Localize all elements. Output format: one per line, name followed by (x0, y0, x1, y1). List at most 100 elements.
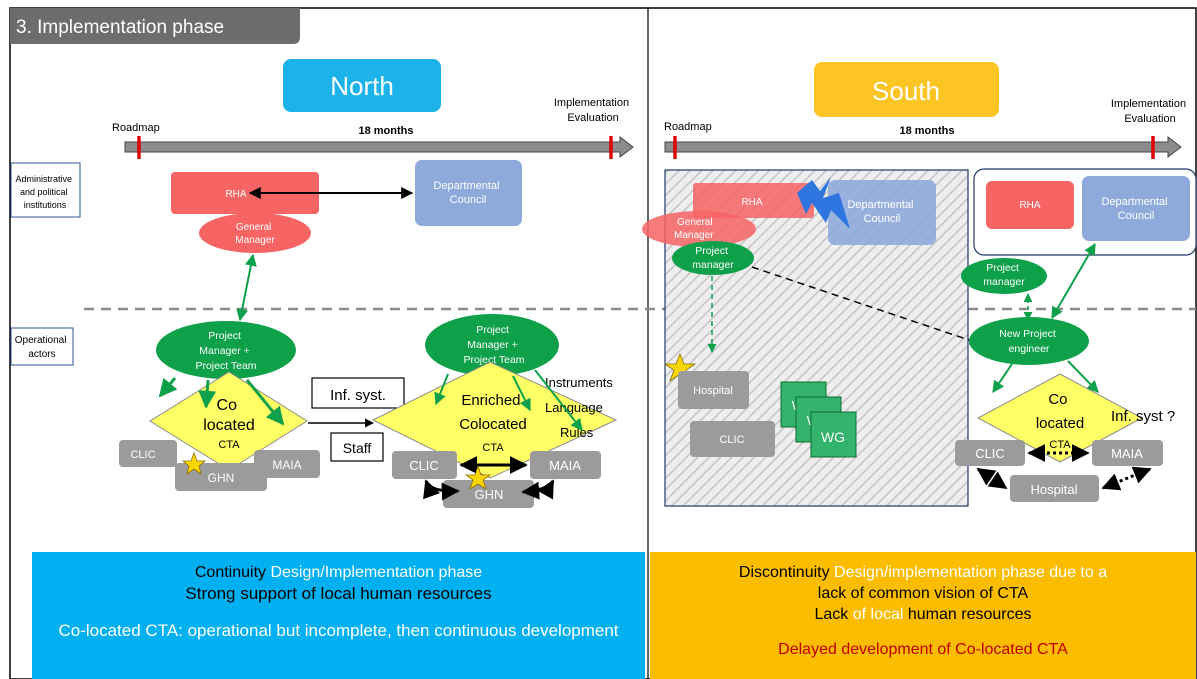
north-summary-line1: Continuity Design/Implementation phase (32, 562, 645, 583)
south-hospital-label: Hospital (693, 385, 733, 397)
south-months-label: 18 months (899, 125, 954, 137)
south-council2-box (1082, 176, 1190, 241)
south-green-arrow-1 (992, 363, 1013, 393)
north-gm-team-link (236, 253, 257, 322)
south-hospital2-box (1010, 475, 1099, 502)
north-green-arrow-2 (198, 379, 217, 409)
south-general-manager (642, 211, 756, 247)
south-inf-syst-label: Inf. syst ? (1111, 408, 1175, 425)
inf-syst-box (311, 377, 405, 409)
north-green-arrow-1 (158, 377, 178, 398)
operational-label-box (10, 327, 74, 366)
north-project-team-right (425, 314, 559, 376)
instruments-label: Instruments Language Rules (545, 375, 617, 440)
south-maia-label: MAIA (1111, 446, 1143, 461)
north-green-arrow-4 (434, 373, 449, 406)
south-new-engineer-label: New Project engineer (999, 328, 1059, 355)
south-council-label: Departmental Council (847, 199, 916, 225)
south-summary-line3-resources: human resources (907, 606, 1032, 623)
north-green-arrow-3 (245, 379, 285, 426)
south-summary-keyword: Discontinuity (738, 564, 830, 581)
north-green-arrow-5 (512, 375, 531, 412)
south-colocated-label: Co located (1036, 391, 1084, 432)
north-project-team-left-label: Project Manager + Project Team (195, 330, 256, 372)
north-months-label: 18 months (358, 125, 413, 137)
south-new-engineer (969, 317, 1089, 365)
north-council-box (415, 160, 522, 226)
north-star-right (464, 464, 492, 490)
south-header-label: South (872, 76, 940, 106)
north-summary-banner (32, 552, 645, 679)
south-roadmap-label: Roadmap (664, 121, 712, 133)
south-summary-line1: Discontinuity Design/implementation phas… (650, 562, 1196, 583)
north-clic-box (119, 440, 177, 467)
north-summary-line3: Co-located CTA: operational but incomple… (58, 621, 619, 640)
south-colocated-cta-label: CTA (1049, 439, 1071, 451)
south-rha2-label: RHA (1019, 200, 1040, 211)
south-hospital2-label: Hospital (1031, 482, 1078, 497)
south-conflict-lightning-icon (797, 177, 850, 229)
north-general-manager-label: General Manager (235, 222, 275, 246)
admin-label-box (10, 162, 81, 218)
south-summary-line2: lack of common vision of CTA (817, 585, 1029, 602)
north-maia2-box (530, 451, 601, 479)
south-rha-box (693, 183, 814, 218)
north-rha-label: RHA (225, 189, 246, 200)
north-project-team-right-label: Project Manager + Project Team (463, 324, 524, 366)
south-clic2-box (955, 440, 1025, 466)
north-maia-box (254, 450, 320, 478)
north-enriched-label: Enriched Colocated (459, 392, 527, 433)
south-project-manager-label: Project manager (692, 245, 734, 271)
south-wg-box-3 (810, 411, 857, 458)
south-project-manager (672, 241, 754, 275)
north-ghn2-label: GHN (475, 487, 504, 502)
north-clic2-box (392, 451, 457, 479)
south-clic-box (690, 421, 775, 457)
south-header (814, 62, 999, 117)
north-maia-label: MAIA (272, 458, 301, 472)
south-evaluation-label: Implementation Evaluation (1111, 98, 1189, 125)
south-summary-line1-rest: Design/implementation phase due to a (829, 564, 1108, 581)
south-green-arrow-2 (1067, 360, 1099, 393)
south-maia-box (1092, 440, 1163, 466)
south-engineer-council-link (1051, 242, 1096, 320)
staff-label: Staff (343, 440, 372, 456)
admin-label: Administrative and political institution… (15, 174, 74, 210)
south-council-box (828, 180, 936, 245)
north-green-arrow-6 (534, 369, 583, 431)
north-header (283, 59, 441, 112)
south-project-manager2 (961, 258, 1047, 294)
north-enriched-cta-label: CTA (482, 442, 504, 454)
north-rha-box (171, 172, 319, 214)
south-summary-line3: Lack of local human resources (650, 604, 1196, 625)
north-clic2-label: CLIC (409, 458, 439, 473)
north-summary-line2: Strong support of local human resources (185, 584, 492, 603)
north-ghn2-box (443, 480, 534, 508)
south-rha2-box (986, 181, 1074, 229)
south-hospital-box (678, 371, 749, 409)
north-colocated-label: Co located (203, 397, 255, 434)
south-clic-label: CLIC (719, 434, 744, 446)
operational-label: Operational actors (15, 335, 69, 360)
north-general-manager (199, 213, 311, 253)
south-council2-label: Departmental Council (1101, 196, 1170, 222)
north-enriched-cta (371, 361, 618, 479)
south-project-manager2-label: Project manager (983, 262, 1025, 288)
south-pm-engineer-link (751, 266, 979, 345)
south-clic-hospital-link (976, 467, 1008, 490)
slide-frame (9, 7, 1197, 679)
north-ghn-maia-link (521, 479, 555, 500)
south-summary-line4: Delayed development of Co-located CTA (778, 641, 1068, 658)
north-maia2-label: MAIA (549, 458, 581, 473)
south-summary: Discontinuity Design/implementation phas… (650, 562, 1196, 660)
south-hospital-maia-link (1101, 466, 1152, 491)
north-ghn-label: GHN (208, 471, 235, 485)
south-general-manager-label: General Manager (674, 217, 715, 241)
north-summary-line1-rest: Design/Implementation phase (266, 564, 483, 581)
south-summary-line3-mid: of local (848, 606, 908, 623)
north-council-label: Departmental Council (433, 180, 502, 206)
north-clic-label: CLIC (130, 449, 155, 461)
inf-syst-label: Inf. syst. (330, 387, 386, 404)
south-rha-label: RHA (741, 197, 762, 208)
